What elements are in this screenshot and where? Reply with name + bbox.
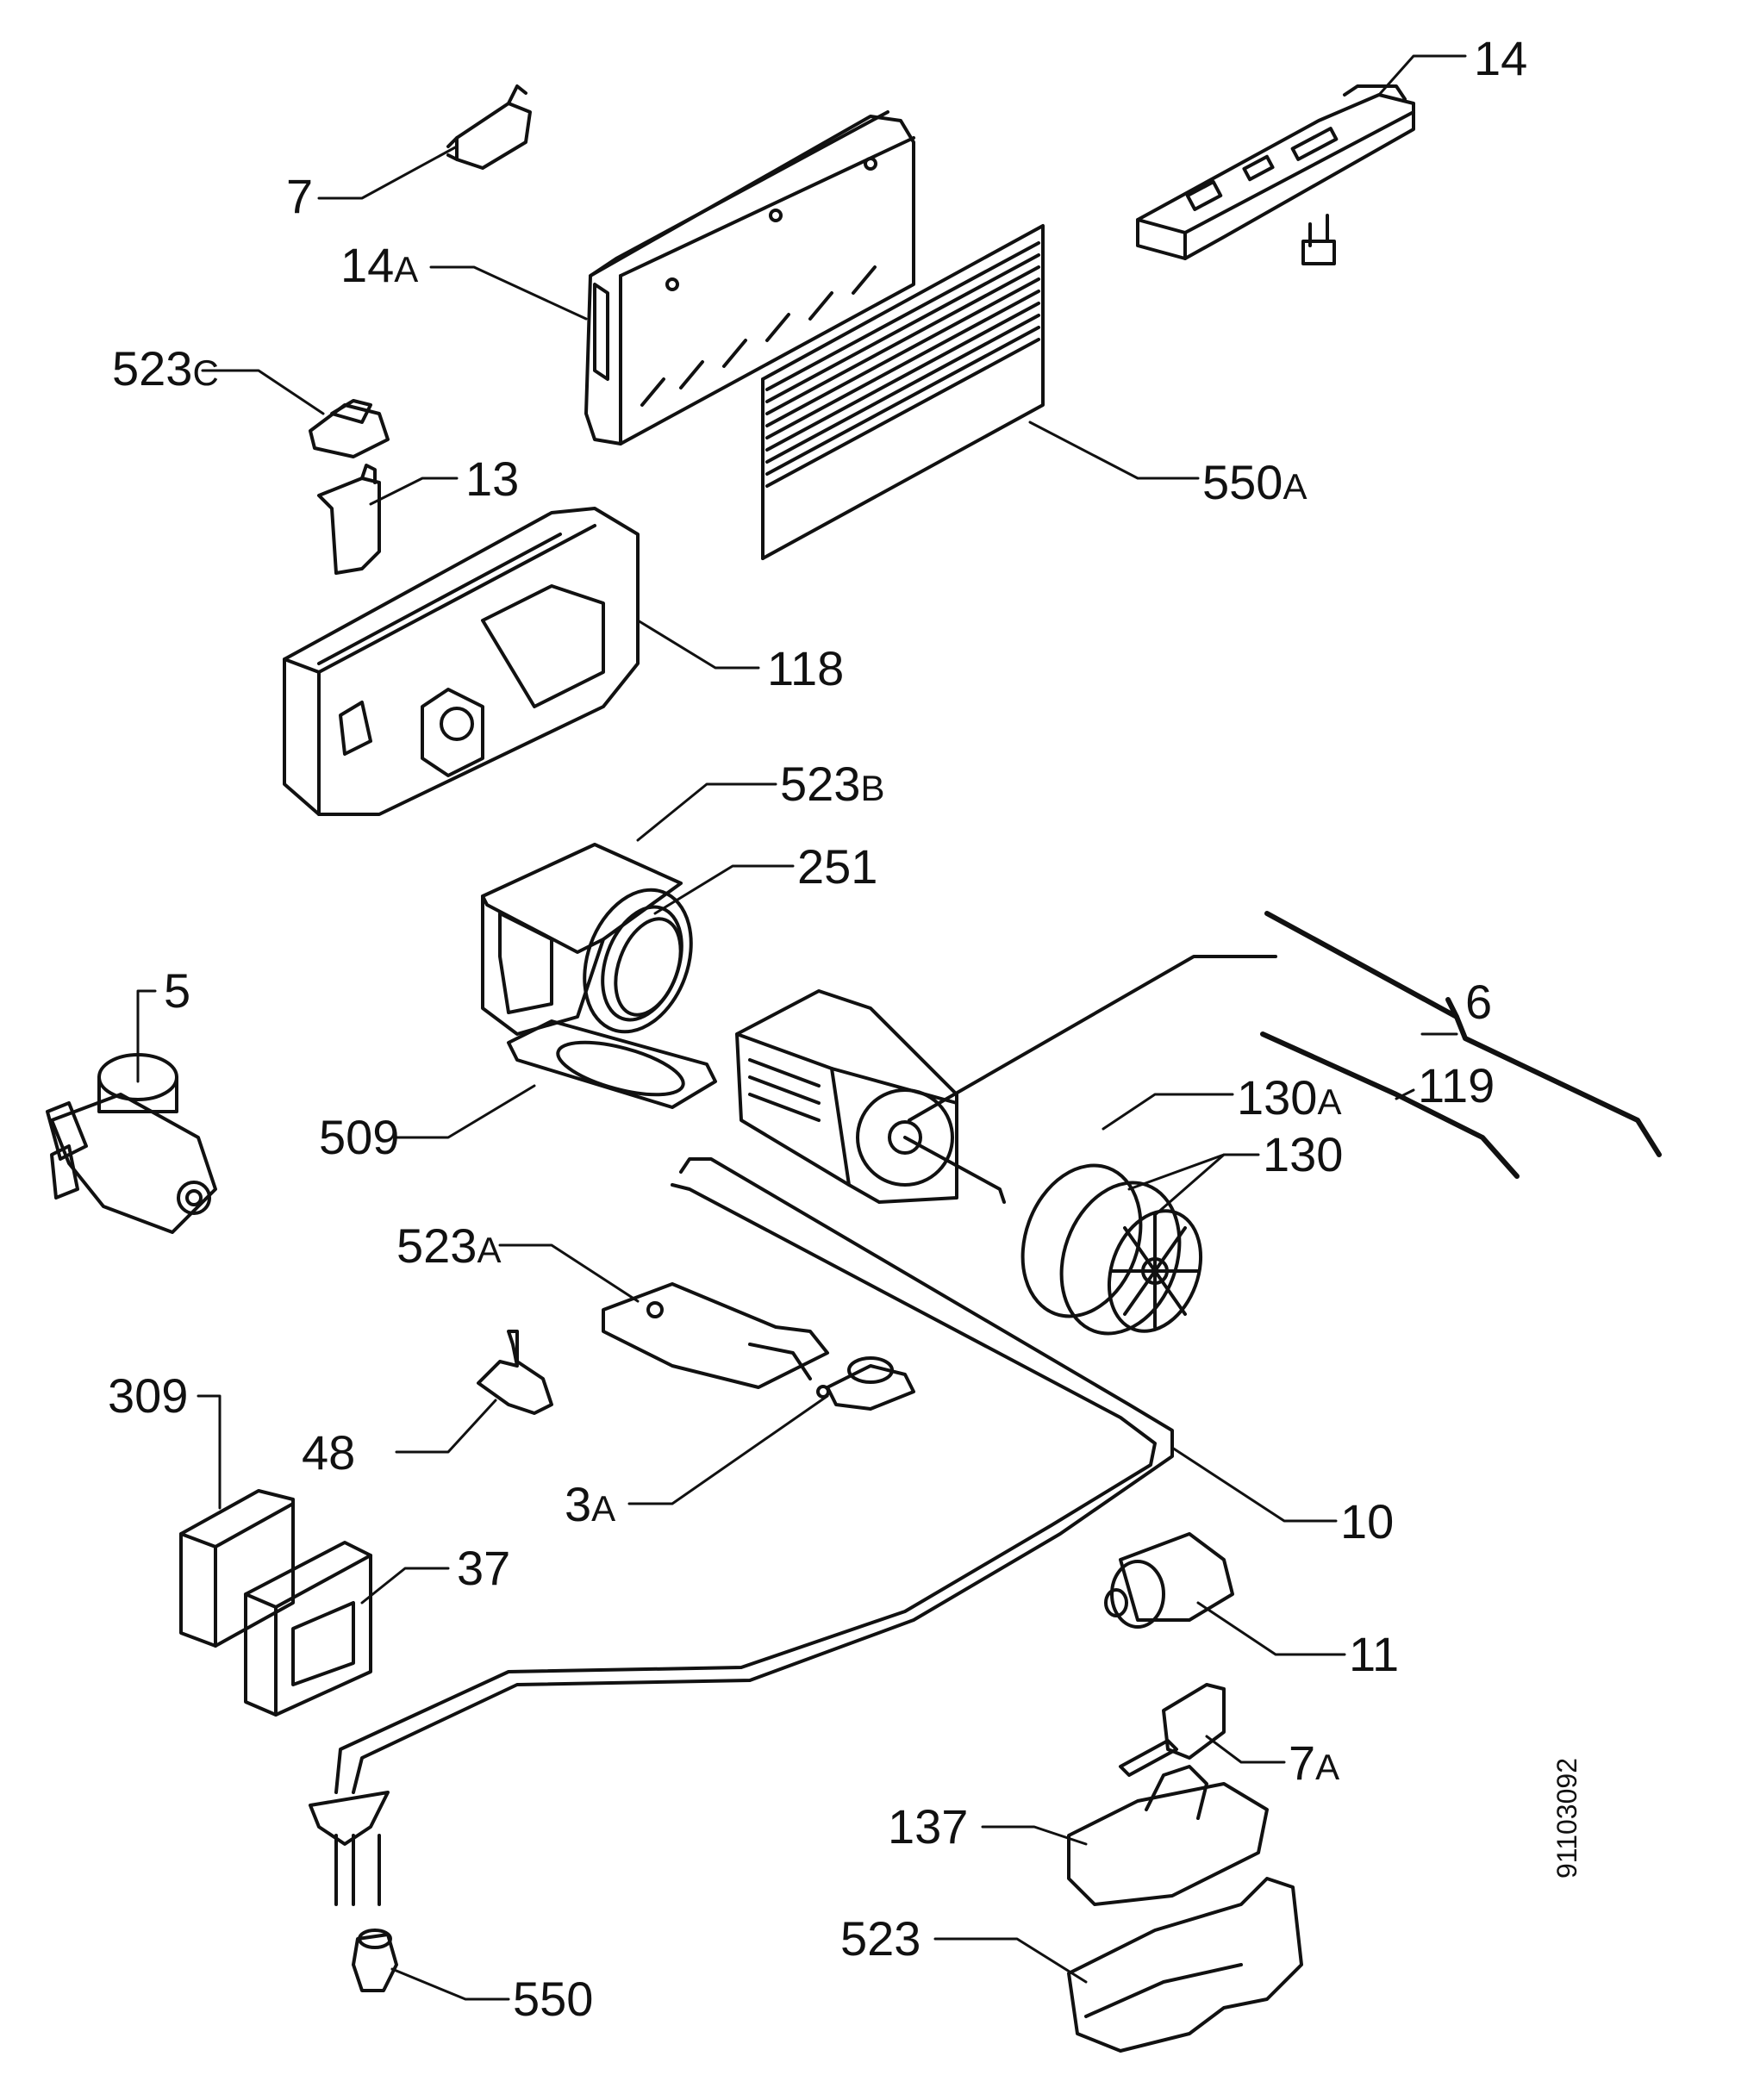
part-119-wire [1260,1031,1520,1179]
callout-309: 309 [108,1368,189,1423]
part-13-bracket [317,464,381,575]
callout-523: 523 [840,1911,921,1966]
callout-6: 6 [1465,975,1493,1029]
part-523c-clip [309,399,390,458]
part-251-gasket-ring [583,888,693,1034]
leader-lines [136,54,1467,2001]
callout-11: 11 [1349,1627,1400,1681]
part-motor [735,989,1006,1204]
part-523a-bracket [602,1282,829,1389]
callout-523a: 523A [396,1218,502,1273]
part-14a-control-housing [584,110,915,446]
part-37-terminal-block [244,1541,372,1717]
callout-119: 119 [1418,1058,1495,1112]
part-137-float [1067,1765,1269,1906]
callout-5: 5 [164,963,191,1018]
callout-7: 7 [286,169,314,223]
callout-251: 251 [797,839,878,894]
callout-7a: 7A [1289,1735,1340,1790]
part-550-plug [352,1929,398,1992]
callout-523b: 523B [780,757,885,811]
document-id: 91103092 [1551,1758,1582,1879]
callout-118: 118 [767,641,845,695]
part-11-capacitor [1104,1532,1234,1629]
part-309-cover [179,1489,295,1648]
callout-509: 509 [319,1110,400,1164]
callout-137: 137 [888,1799,969,1854]
part-523-bottom-bracket [1067,1877,1303,2053]
part-550a-panel [761,224,1045,560]
callout-550: 550 [513,1972,594,2026]
callout-523c: 523C [112,341,219,396]
part-48-sensor [477,1330,553,1415]
callout-3a: 3A [565,1477,616,1531]
part-7-microswitch [446,84,532,170]
leader-6-extra [908,955,1277,1122]
part-3a-thermostat [816,1356,915,1411]
part-14-electronic-module [1136,84,1415,265]
callout-48: 48 [302,1425,356,1480]
callout-130a: 130A [1237,1070,1342,1125]
part-118-dispenser-housing [283,507,640,816]
callout-10: 10 [1340,1494,1395,1549]
callout-550a: 550A [1202,455,1308,509]
callout-37: 37 [457,1541,511,1595]
part-509-base-plate [507,1019,717,1109]
part-5-valve [46,1053,217,1234]
callout-13: 13 [465,452,520,506]
part-10-heating-element [309,1157,1174,1906]
part-7a-microswitch [1119,1683,1226,1777]
callout-130: 130 [1263,1127,1344,1181]
callout-14: 14 [1474,31,1528,85]
part-130-impeller [1020,1163,1203,1336]
part-523b-frame [481,843,683,1036]
callout-14a: 14A [340,238,419,292]
part-6-wire [1264,911,1662,1157]
